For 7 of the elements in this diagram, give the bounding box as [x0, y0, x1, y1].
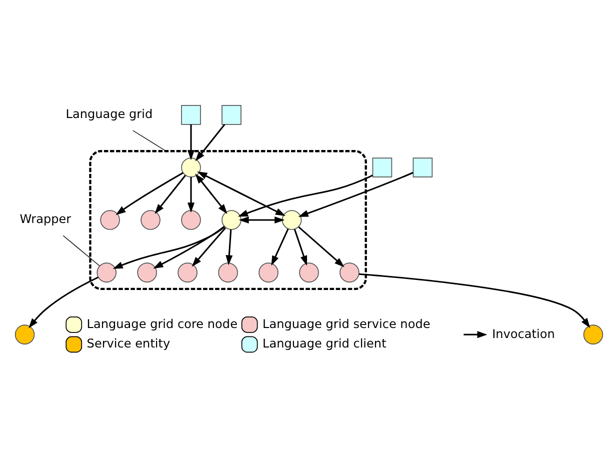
node-text: Wrapper — [20, 212, 72, 226]
node-text: Language grid — [66, 106, 153, 121]
legend-label: Invocation — [492, 326, 555, 340]
legend-label: Language grid client — [262, 336, 386, 350]
legend-label: Language grid service node — [262, 316, 430, 330]
legend-label: Language grid core node — [86, 316, 238, 330]
legend-label: Service entity — [86, 336, 170, 350]
